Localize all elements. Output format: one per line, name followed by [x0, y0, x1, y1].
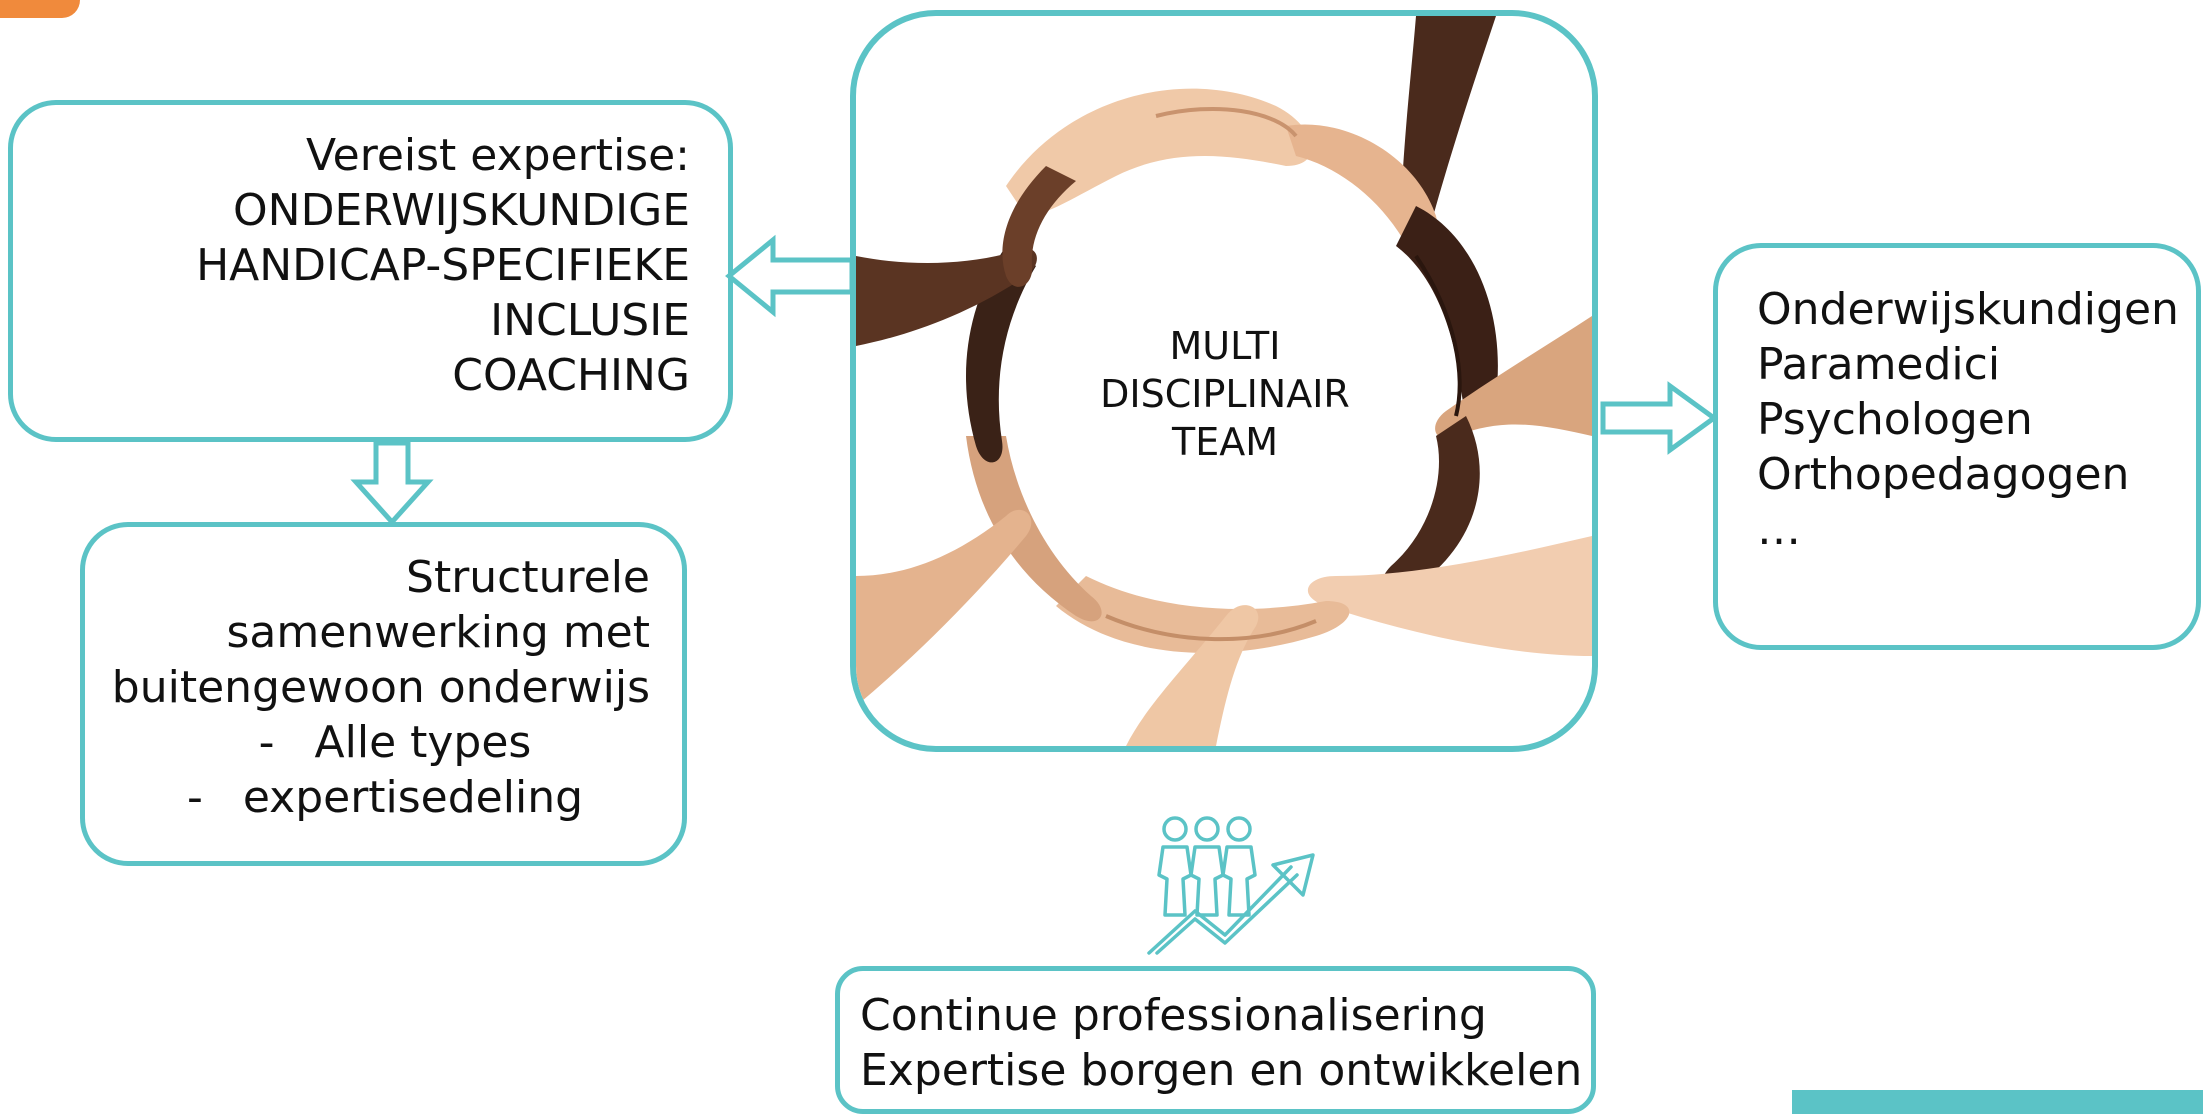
cooperation-line: samenwerking met — [226, 607, 650, 658]
hands-circle-image — [850, 10, 1598, 752]
bullet-text: Alle types — [314, 717, 532, 768]
hands-circle-illustration — [856, 16, 1592, 746]
bullet-marker: - — [258, 717, 275, 768]
discipline-item: … — [1757, 504, 1801, 555]
professionalisation-text: Continue professionalisering Expertise b… — [860, 988, 1583, 1098]
expertise-line: INCLUSIE — [490, 295, 690, 346]
arrow-down-icon — [350, 440, 434, 526]
discipline-item: Onderwijskundigen — [1757, 284, 2179, 335]
discipline-item: Paramedici — [1757, 339, 2001, 390]
expertise-line: ONDERWIJSKUNDIGE — [233, 185, 690, 236]
arrow-left-icon — [725, 234, 855, 318]
team-label: MULTI DISCIPLINAIR TEAM — [1055, 322, 1395, 466]
disciplines-box — [1713, 243, 2201, 650]
bullet-text: expertisedeling — [242, 772, 584, 823]
team-label-line: MULTI — [1169, 324, 1281, 368]
footer-accent-bar — [1792, 1090, 2203, 1114]
hands-ring — [856, 16, 1592, 746]
team-label-line: TEAM — [1171, 420, 1278, 464]
arrow-right-icon — [1600, 381, 1719, 455]
expertise-line: HANDICAP-SPECIFIEKE — [196, 240, 690, 291]
expertise-line: COACHING — [452, 350, 690, 401]
disciplines-text: Onderwijskundigen Paramedici Psychologen… — [1757, 282, 2197, 557]
team-growth-icon — [1147, 816, 1315, 955]
cooperation-bullet: -expertisedeling — [100, 770, 650, 825]
professionalisation-box — [835, 966, 1596, 1114]
bullet-marker: - — [186, 772, 203, 823]
discipline-item: Orthopedagogen — [1757, 449, 2130, 500]
cooperation-text: Structurele samenwerking met buitengewoo… — [100, 550, 650, 825]
team-label-line: DISCIPLINAIR — [1100, 372, 1350, 416]
cooperation-line: Structurele — [406, 552, 650, 603]
expertise-box — [8, 100, 733, 442]
cooperation-bullet: -Alle types — [100, 715, 650, 770]
professionalisation-line: Expertise borgen en ontwikkelen — [860, 1045, 1583, 1096]
expertise-text: Vereist expertise: ONDERWIJSKUNDIGE HAND… — [40, 128, 690, 403]
cooperation-line: buitengewoon onderwijs — [111, 662, 650, 713]
discipline-item: Psychologen — [1757, 394, 2033, 445]
orange-corner-tab — [0, 0, 80, 18]
cooperation-box — [80, 522, 687, 866]
professionalisation-line: Continue professionalisering — [860, 990, 1487, 1041]
expertise-line: Vereist expertise: — [305, 130, 690, 181]
